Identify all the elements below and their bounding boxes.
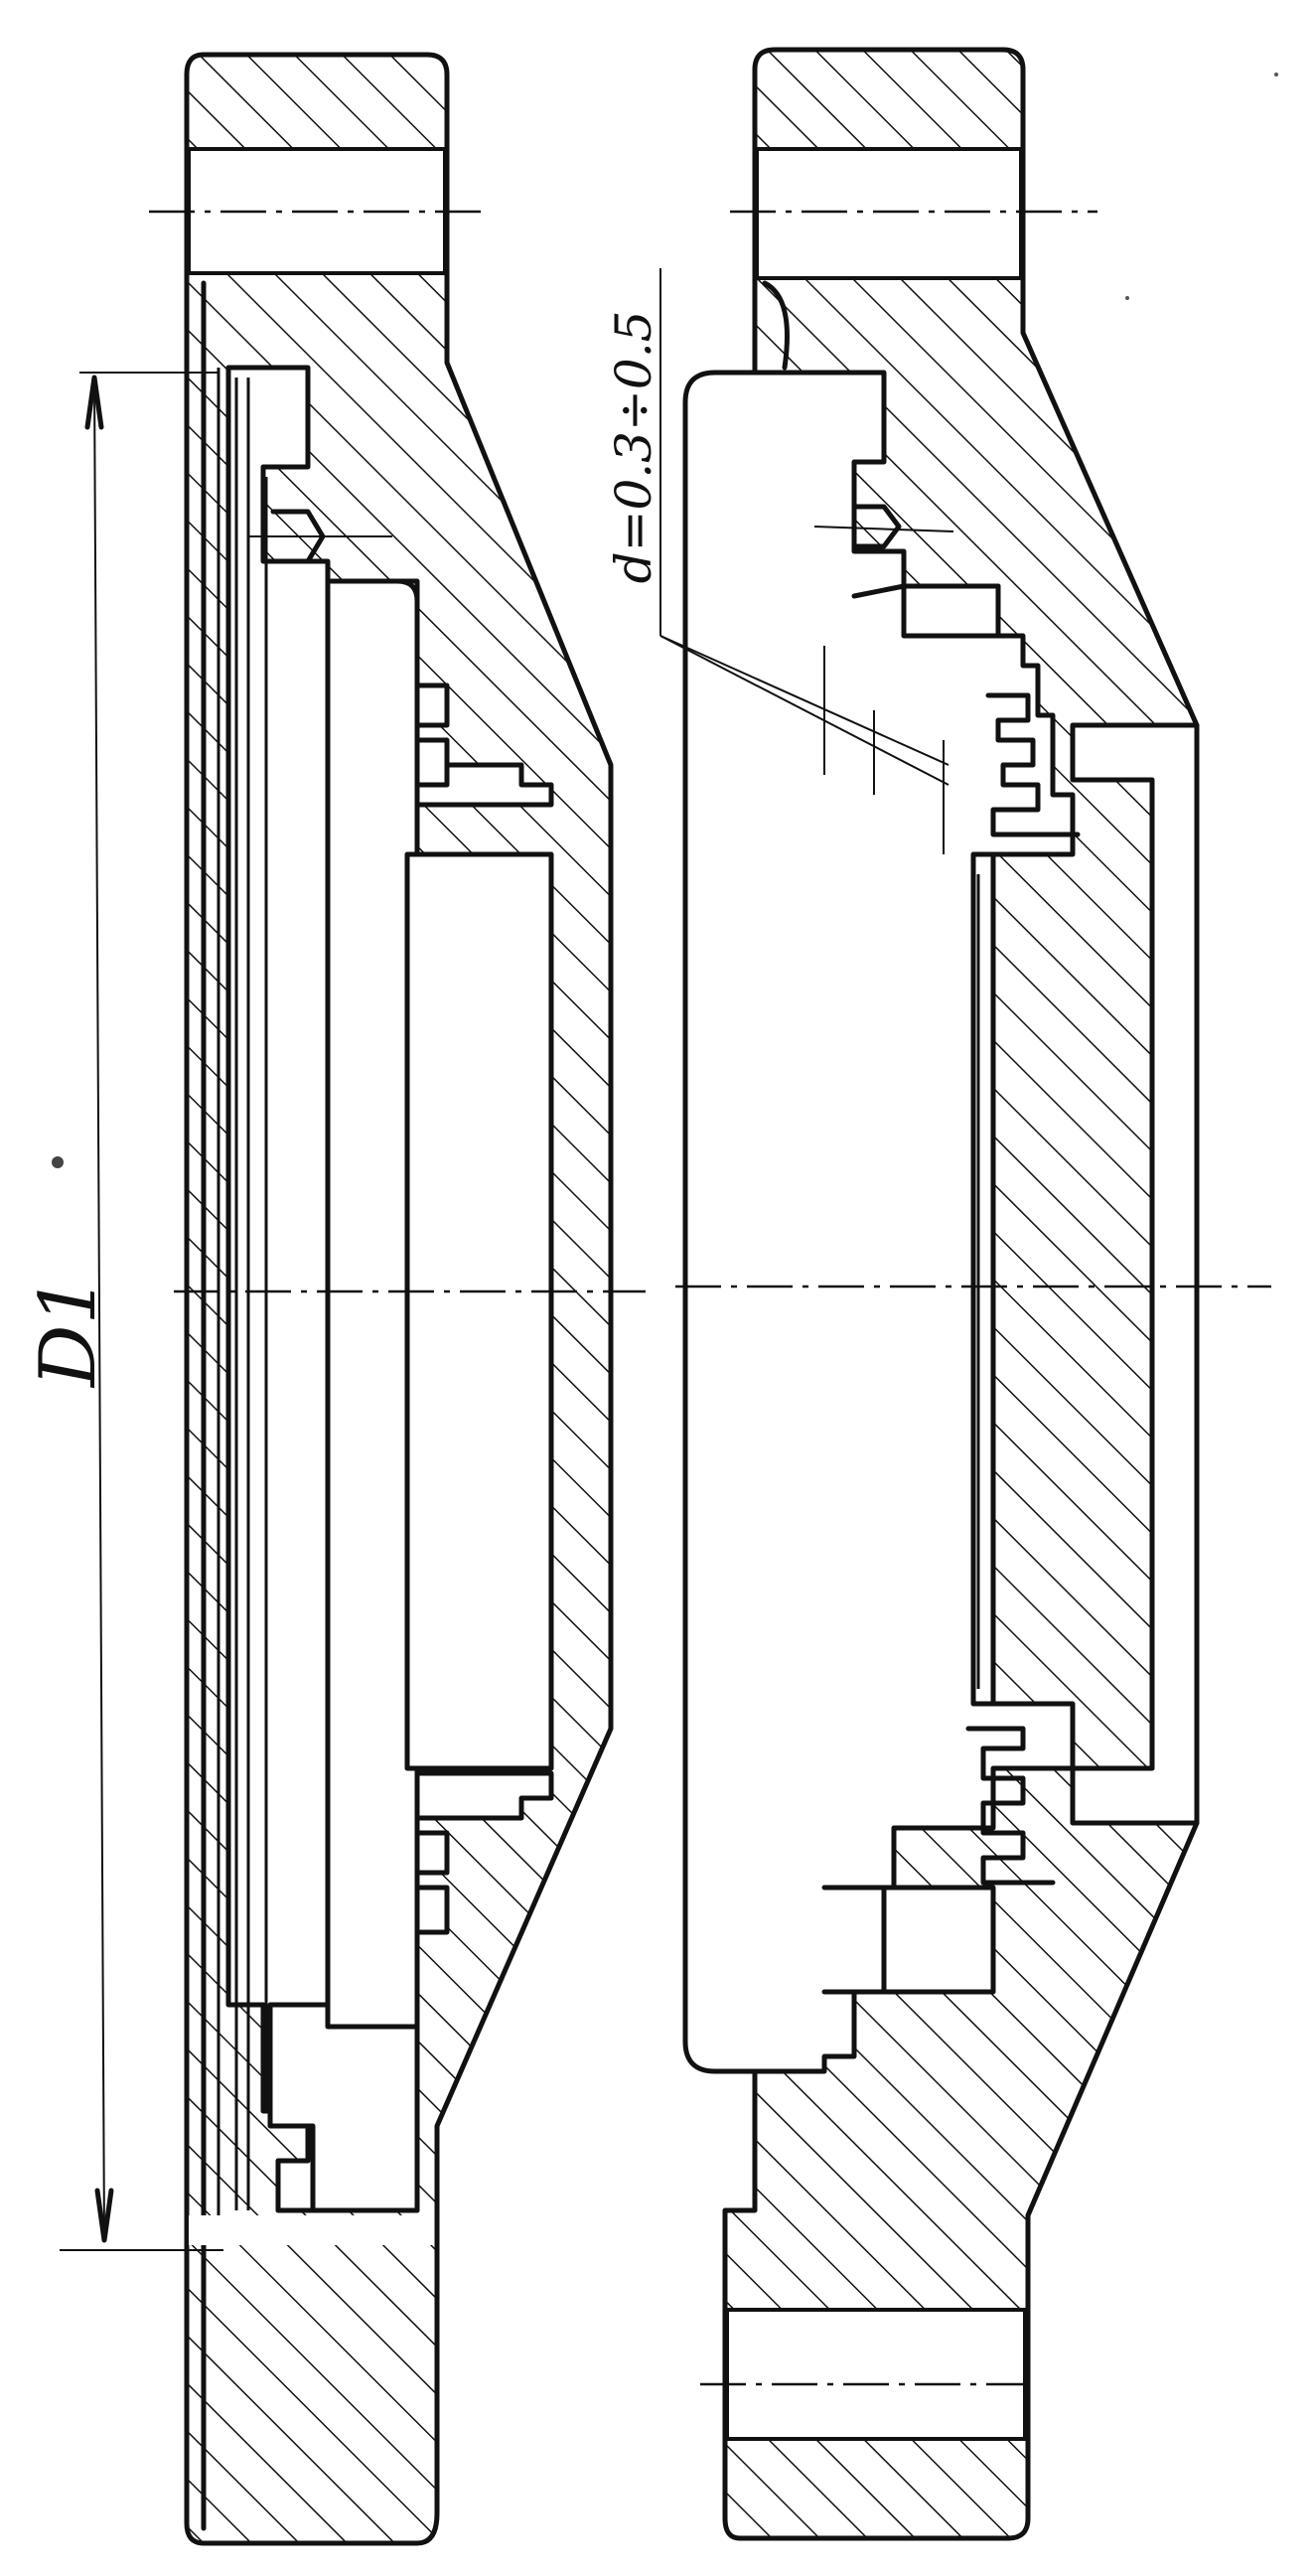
right-top-bolt-hole	[755, 147, 1023, 280]
right-section-view	[682, 47, 1200, 2541]
dimension-d1	[60, 372, 223, 2251]
clearance-leader	[659, 268, 949, 854]
left-lower-step	[267, 2002, 420, 2213]
center-lines	[149, 210, 1271, 2386]
right-labyrinth-top	[985, 692, 1081, 837]
right-inner-recess	[970, 851, 996, 1707]
clearance-label: d=0.3÷0.5	[605, 311, 662, 584]
left-section-view	[184, 52, 614, 2546]
left-inner-ring	[325, 578, 420, 2030]
dimension-d1-label: D1	[24, 1276, 113, 1389]
left-bottom-web	[189, 2215, 432, 2245]
right-outer-slot	[1070, 722, 1200, 1826]
right-bottom-bolt-hole	[725, 2308, 1027, 2441]
left-right-slot	[404, 851, 554, 1771]
right-labyrinth-bottom	[965, 1726, 1056, 1886]
